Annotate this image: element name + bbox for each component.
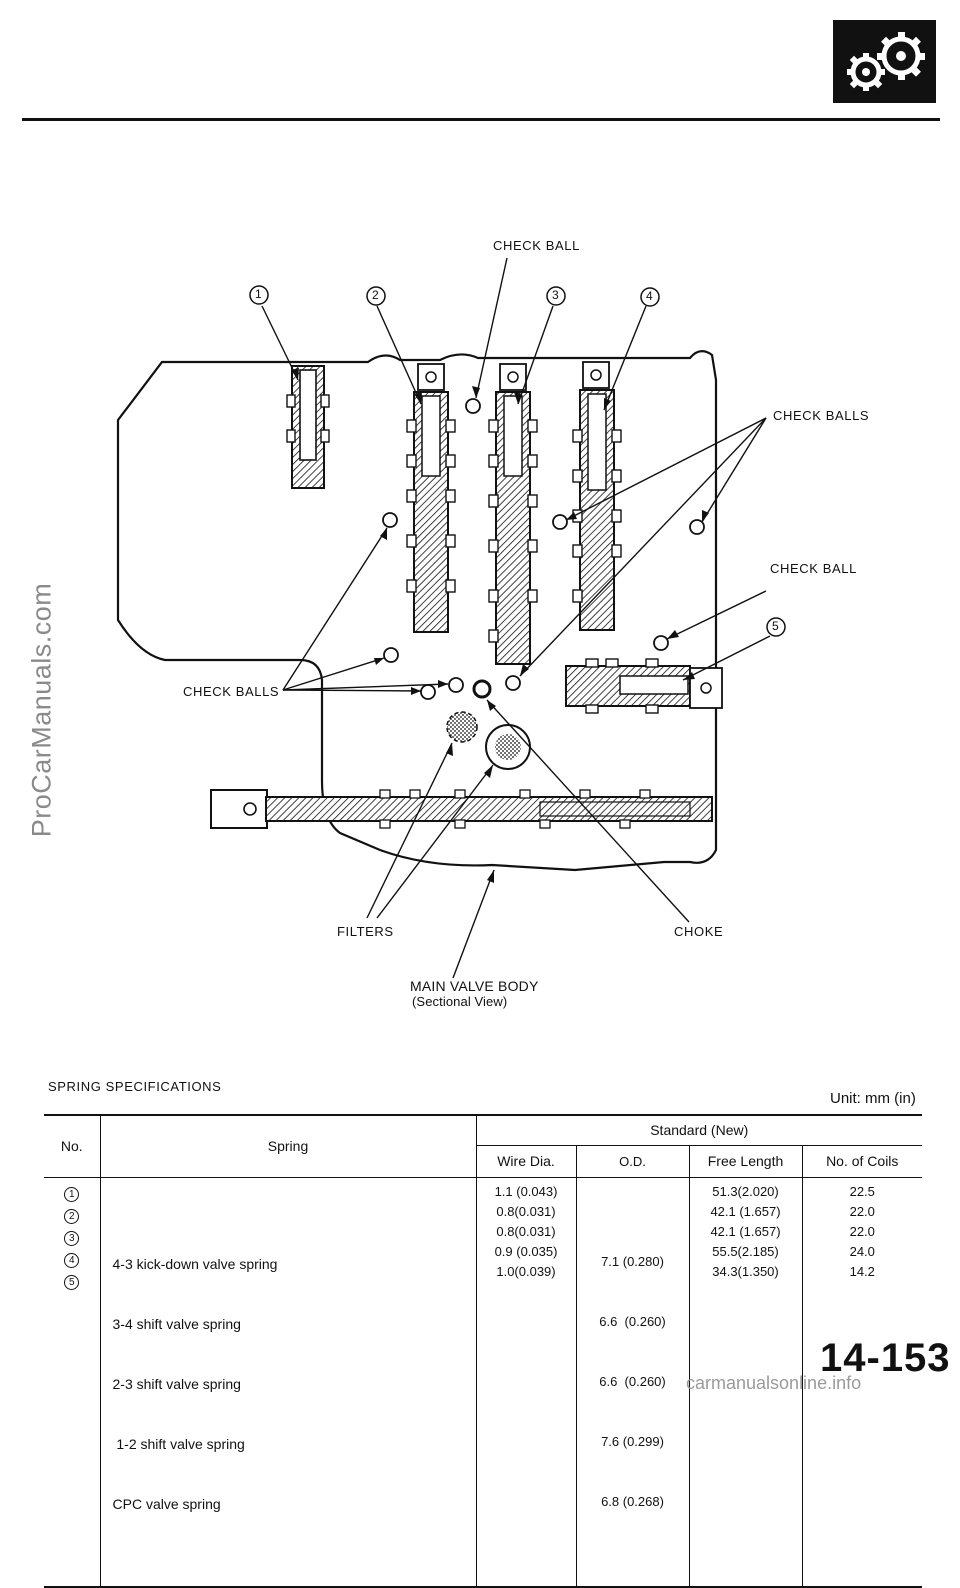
main-valve-spool [210,789,713,829]
header-od: O.D. [576,1145,690,1178]
label-check-balls-right: CHECK BALLS [773,408,870,423]
row-number: 2 [64,1208,80,1224]
label-check-ball-right: CHECK BALL [770,561,857,576]
header-spring: Spring [100,1114,477,1178]
wire-dia-value: 1.0(0.039) [496,1263,556,1279]
wire-dia-value: 1.1 (0.043) [494,1183,558,1199]
callout-3: 3 [552,288,560,302]
coils-value: 22.0 [849,1203,875,1219]
header-coils: No. of Coils [802,1145,922,1178]
od-value: 6.6 (0.260) [599,1313,666,1329]
spring-name: 1-2 shift valve spring [112,1435,245,1452]
callout-1: 1 [255,287,263,301]
check-balls [382,398,705,700]
leader-arrowheads [291,368,709,883]
filters [446,711,531,770]
spring-spec-table: No. Spring Standard (New) Wire Dia. O.D.… [44,1114,922,1588]
free-length-value: 42.1 (1.657) [710,1203,781,1219]
diagram-title: MAIN VALVE BODY [410,978,539,994]
unit-label: Unit: mm (in) [830,1090,916,1107]
od-value: 6.6 (0.260) [599,1373,666,1389]
free-length-value: 42.1 (1.657) [710,1223,781,1239]
valve-body-outline [116,350,718,872]
callout-5: 5 [772,619,780,633]
header-free-length: Free Length [689,1145,803,1178]
valve-1 [286,365,330,489]
header-wire-dia: Wire Dia. [476,1145,577,1178]
spec-title: SPRING SPECIFICATIONS [48,1079,222,1094]
bottom-watermark: carmanualsonline.info [686,1373,862,1393]
coils-value: 24.0 [849,1243,875,1259]
valve-2 [406,363,456,633]
callout-circles [249,285,786,637]
main-valve-body-diagram [116,257,786,979]
callout-2: 2 [372,288,380,302]
wire-dia-value: 0.8(0.031) [496,1203,556,1219]
gears-icon [833,20,936,103]
spring-name: 2-3 shift valve spring [112,1375,241,1392]
free-length-value: 55.5(2.185) [712,1243,779,1259]
row-number: 5 [64,1274,80,1290]
header-no: No. [44,1114,101,1178]
spring-name: CPC valve spring [112,1495,221,1512]
od-value: 7.1 (0.280) [601,1253,664,1269]
coils-value: 14.2 [849,1263,875,1279]
leader-lines [261,257,771,979]
label-check-balls-left: CHECK BALLS [183,684,280,699]
valve-3 [488,363,538,665]
label-check-ball-top: CHECK BALL [493,238,580,253]
free-length-value: 51.3(2.020) [712,1183,779,1199]
od-value: 6.8 (0.268) [601,1493,664,1509]
label-choke: CHOKE [674,924,724,939]
coils-value: 22.0 [849,1223,875,1239]
diagram-subtitle: (Sectional View) [412,994,508,1009]
wire-dia-value: 0.9 (0.035) [494,1243,558,1259]
coils-value: 22.5 [849,1183,875,1199]
row-number: 4 [64,1252,80,1268]
row-number: 3 [64,1230,80,1246]
header-standard: Standard (New) [476,1114,922,1146]
page-number: 14-153 [820,1336,951,1380]
header-rule [22,118,940,121]
label-filters: FILTERS [337,924,394,939]
valve-5 [565,658,723,714]
spring-name: 3-4 shift valve spring [112,1315,241,1332]
wire-dia-value: 0.8(0.031) [496,1223,556,1239]
od-value: 7.6 (0.299) [601,1433,664,1449]
spring-name: 4-3 kick-down valve spring [112,1255,278,1272]
free-length-value: 34.3(1.350) [712,1263,779,1279]
row-number: 1 [64,1186,80,1202]
callout-4: 4 [646,289,654,303]
